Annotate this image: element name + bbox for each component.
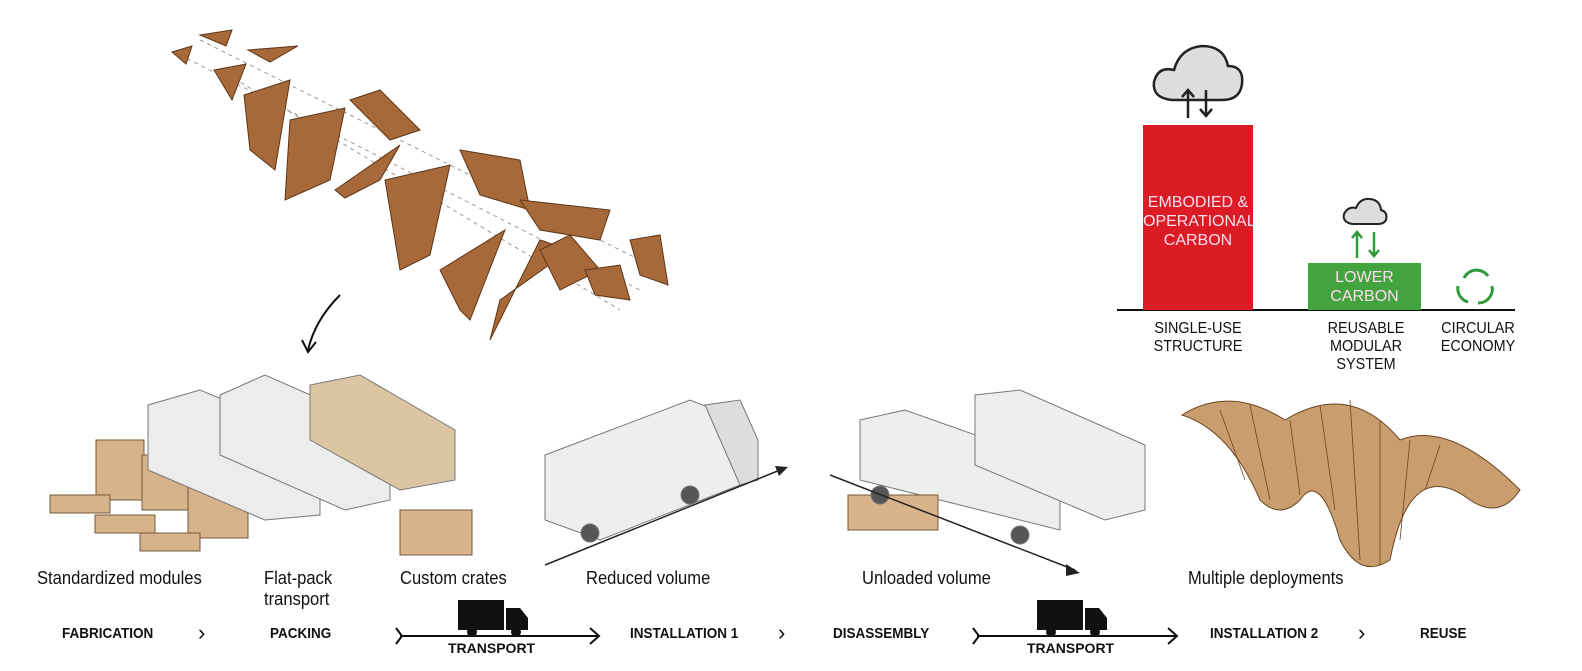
stage-reuse: REUSE [1420, 625, 1467, 642]
bar-text: CARBON [1330, 288, 1399, 305]
label-line: CIRCULAR [1441, 320, 1515, 337]
caption-disassembly: Unloaded volume [862, 568, 991, 588]
truck-disassembly [847, 389, 1146, 545]
truck-installation-1 [544, 399, 759, 543]
cloud-icon [1152, 44, 1244, 102]
arrow-icon [307, 294, 341, 351]
transport-label: TRANSPORT [448, 640, 536, 656]
caption-installation-1: Reduced volume [586, 568, 711, 588]
assembled-pavilion [1180, 399, 1521, 568]
label-single-use: SINGLE-USE STRUCTURE [1153, 320, 1243, 356]
bar-text: CARBON [1163, 232, 1233, 249]
label-line: STRUCTURE [1153, 338, 1243, 355]
caption-reuse: Multiple deployments [1188, 568, 1344, 588]
small-cloud-icon [1342, 197, 1388, 225]
stage-installation-2: INSTALLATION 2 [1210, 625, 1319, 642]
chevron-right-icon: › [1358, 620, 1366, 645]
label-line: REUSABLE [1327, 320, 1405, 337]
stage-disassembly: DISASSEMBLY [833, 625, 930, 642]
stage-fabrication: FABRICATION [62, 625, 154, 642]
bar-reusable: LOWER CARBON [1308, 263, 1421, 310]
caption-line: Flat-pack [264, 568, 333, 588]
bar-text: OPERATIONAL [1143, 213, 1256, 230]
label-reusable: REUSABLE MODULAR SYSTEM [1321, 320, 1411, 374]
transport-label: TRANSPORT [1027, 640, 1115, 656]
arrow-icon [544, 467, 786, 566]
green-carbon-flow-arrows-icon [1351, 230, 1380, 258]
exploded-wooden-modules [170, 29, 669, 341]
label-line: SYSTEM [1336, 356, 1396, 373]
caption-fabrication: Standardized modules [37, 568, 202, 588]
label-line: MODULAR [1329, 338, 1402, 355]
caption-line: transport [264, 589, 330, 609]
stage-installation-1: INSTALLATION 1 [630, 625, 739, 642]
bar-text: LOWER [1335, 269, 1394, 286]
stage-packing: PACKING [270, 625, 332, 642]
label-circular: CIRCULAR ECONOMY [1433, 320, 1523, 356]
chevron-right-icon: › [198, 620, 206, 645]
caption-crates: Custom crates [400, 568, 507, 588]
label-line: SINGLE-USE [1154, 320, 1242, 337]
chevron-right-icon: › [778, 620, 786, 645]
carbon-flow-arrows-icon [1181, 88, 1213, 118]
bar-text: EMBODIED & [1147, 194, 1249, 211]
carbon-comparison-chart [1117, 44, 1515, 311]
shipping-containers [147, 374, 473, 556]
caption-packing: Flat-pack transport [264, 568, 332, 610]
recycle-icon [1456, 268, 1494, 305]
bar-single-use: EMBODIED & OPERATIONAL CARBON [1143, 125, 1256, 310]
label-line: ECONOMY [1440, 338, 1516, 355]
